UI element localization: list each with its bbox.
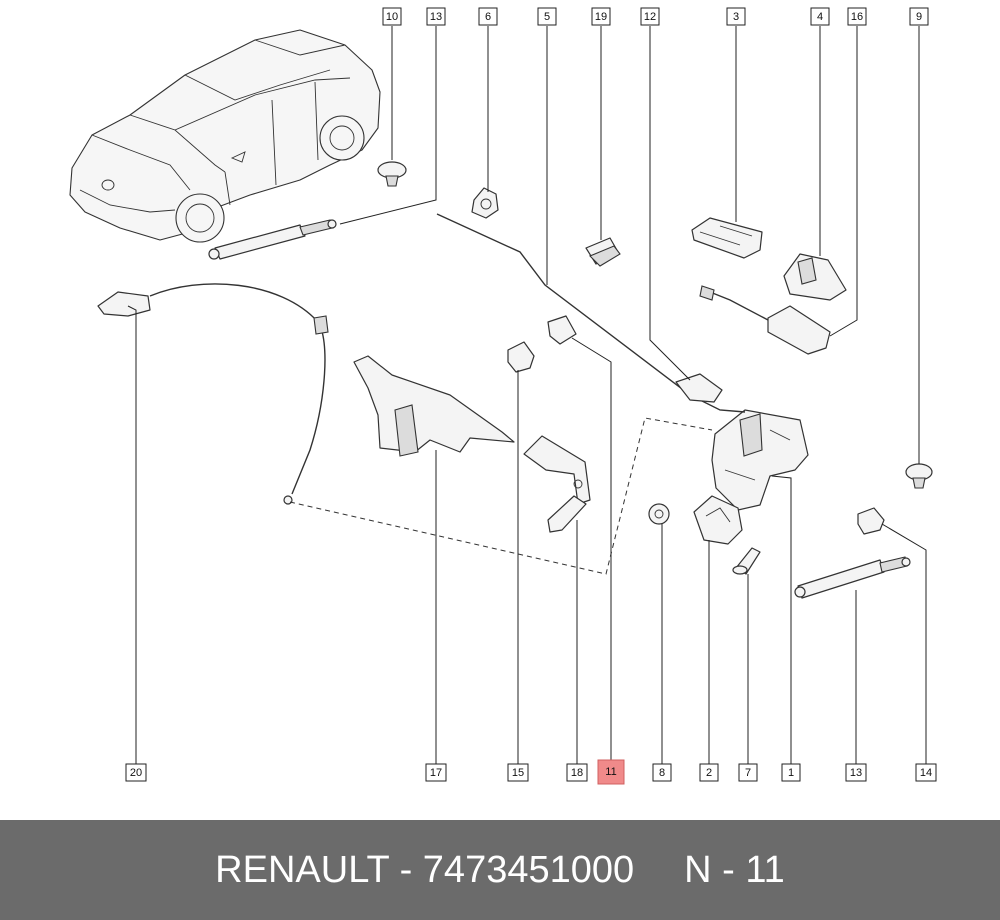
svg-text:20: 20 — [130, 767, 142, 779]
car-illustration — [69, 29, 381, 243]
callout-20: 20 — [125, 763, 147, 782]
callout-4: 4 — [810, 7, 830, 26]
svg-text:1: 1 — [788, 767, 794, 779]
part-13-gas-strut-upper — [208, 219, 337, 260]
callout-19: 19 — [591, 7, 611, 26]
svg-text:14: 14 — [920, 767, 932, 779]
part-5-rod — [436, 213, 691, 396]
part-14-clip — [857, 507, 885, 535]
svg-text:8: 8 — [659, 767, 665, 779]
callout-1: 1 — [781, 763, 801, 782]
part-10-clip — [377, 161, 407, 187]
part-17-bracket — [353, 355, 515, 457]
svg-text:19: 19 — [595, 11, 607, 23]
svg-text:5: 5 — [544, 11, 550, 23]
part-18-bracket — [523, 435, 591, 533]
part-19-clip — [585, 237, 621, 267]
reference-number-text: N - 11 — [684, 848, 785, 891]
part-2-striker — [693, 495, 743, 545]
part-7-screw — [732, 547, 761, 575]
part-16-plate-lamp — [699, 285, 831, 355]
svg-text:7: 7 — [745, 767, 751, 779]
callout-6: 6 — [478, 7, 498, 26]
svg-text:3: 3 — [733, 11, 739, 23]
part-number-text: RENAULT - 7473451000 — [215, 848, 635, 891]
callout-9: 9 — [909, 7, 929, 26]
svg-text:10: 10 — [386, 11, 398, 23]
callout-10: 10 — [382, 7, 402, 26]
svg-text:6: 6 — [485, 11, 491, 23]
svg-text:11: 11 — [605, 766, 616, 778]
parts-diagram: 10 13 6 5 19 12 3 4 16 9 20 17 15 18 11 … — [69, 7, 937, 785]
part-15-clip — [507, 341, 535, 373]
part-1-lock — [689, 394, 809, 511]
callout-12: 12 — [640, 7, 660, 26]
svg-text:4: 4 — [817, 11, 823, 23]
svg-text:9: 9 — [916, 11, 922, 23]
svg-text:12: 12 — [644, 11, 656, 23]
part-11-clip — [547, 315, 577, 345]
footer-bar: RENAULT - 7473451000 N - 11 — [0, 820, 1000, 920]
part-12-link — [675, 373, 723, 403]
part-4-switch — [783, 253, 847, 301]
callout-2: 2 — [699, 763, 719, 782]
svg-text:16: 16 — [851, 11, 863, 23]
part-8-nut — [648, 503, 670, 525]
svg-text:13: 13 — [850, 767, 862, 779]
callout-15: 15 — [507, 763, 529, 782]
callout-13-top: 13 — [426, 7, 446, 26]
callout-13-bottom: 13 — [845, 763, 867, 782]
svg-text:15: 15 — [512, 767, 524, 779]
part-13-gas-strut-lower — [794, 556, 911, 599]
callout-16: 16 — [847, 7, 867, 26]
callout-11-highlighted: 11 — [597, 759, 625, 785]
svg-text:17: 17 — [430, 767, 442, 779]
callout-17: 17 — [425, 763, 447, 782]
callout-14: 14 — [915, 763, 937, 782]
callout-18: 18 — [566, 763, 588, 782]
callout-7: 7 — [738, 763, 758, 782]
callout-8: 8 — [652, 763, 672, 782]
svg-text:13: 13 — [430, 11, 442, 23]
part-3-lamp — [691, 217, 763, 259]
leader-lines — [127, 26, 927, 764]
part-6-clip — [471, 187, 499, 219]
part-9-clip — [905, 463, 933, 489]
svg-text:18: 18 — [571, 767, 583, 779]
svg-text:2: 2 — [706, 767, 712, 779]
callout-3: 3 — [726, 7, 746, 26]
part-20-cable — [97, 283, 329, 505]
callout-5: 5 — [537, 7, 557, 26]
